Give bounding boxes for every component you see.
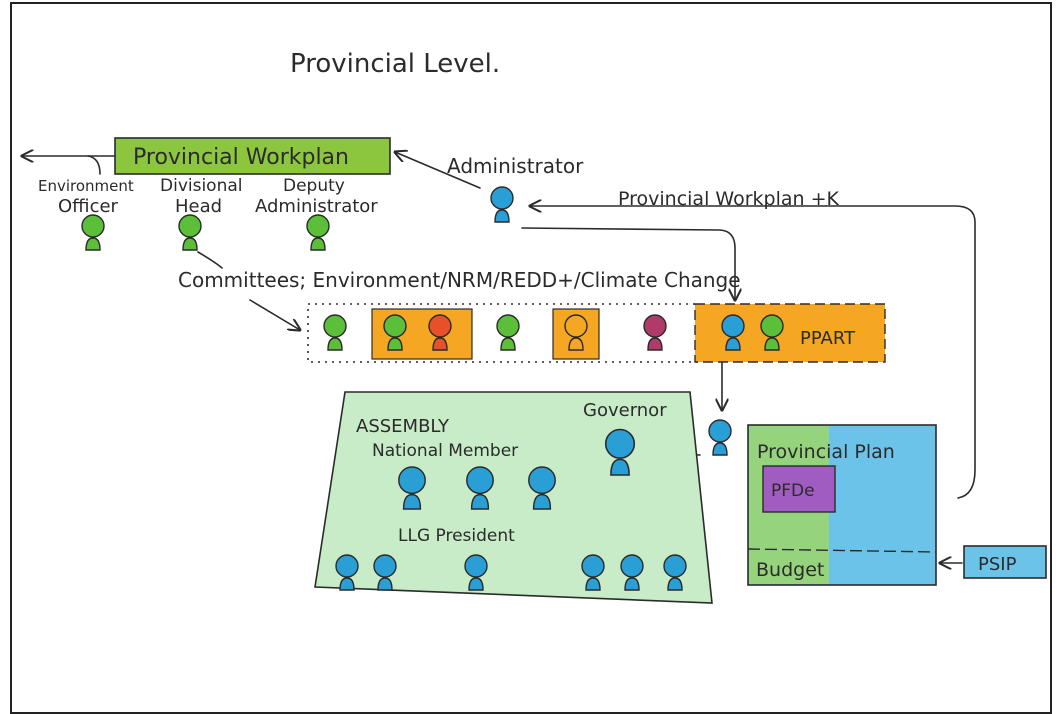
psip-box	[963, 545, 1047, 579]
committee-person-1	[323, 314, 347, 351]
divisional-head-label-1: Divisional	[160, 176, 243, 196]
env-officer-connector	[87, 155, 101, 175]
committee-person-4	[496, 314, 520, 351]
national-member-label: National Member	[372, 441, 518, 461]
environment-officer-label-1: Environment	[38, 177, 134, 195]
workplan-box-label: Provincial Workplan	[133, 145, 349, 170]
administrator-person	[490, 186, 514, 223]
pfd-box	[762, 465, 836, 513]
assembly-label: ASSEMBLY	[356, 416, 450, 437]
committee-person-6	[643, 314, 667, 351]
workplan-flow-arrow	[530, 206, 976, 499]
ppart-representative-person	[708, 419, 732, 456]
psip-label: PSIP	[978, 554, 1017, 575]
workplan-box	[114, 137, 391, 175]
environment-officer-label-2: Officer	[58, 196, 119, 217]
environment-officer-person	[81, 214, 105, 251]
llg-president-label: LLG President	[398, 526, 515, 546]
workplan-flow-label: Provincial Workplan +K	[618, 188, 839, 210]
admin-to-ppart-arrow	[521, 227, 735, 300]
divisional-head-person	[178, 214, 202, 251]
budget-label: Budget	[756, 559, 824, 581]
pfd-label: PFDe	[771, 481, 815, 501]
administrator-to-workplan-arrow	[395, 152, 481, 189]
committees-label: Committees; Environment/NRM/REDD+/Climat…	[178, 268, 741, 292]
governor-label: Governor	[583, 400, 667, 421]
administrator-label: Administrator	[447, 154, 584, 178]
ppart-label: PPART	[800, 328, 856, 349]
committees-arrow	[249, 299, 300, 330]
deputy-admin-label-1: Deputy	[283, 176, 345, 196]
budget-divider	[747, 548, 937, 553]
page-title: Provincial Level.	[290, 49, 500, 79]
provincial-plan-label: Provincial Plan	[757, 441, 895, 463]
ppart-box	[694, 303, 886, 363]
divisional-head-label-2: Head	[175, 196, 222, 217]
deputy-admin-person	[306, 214, 330, 251]
divisional-to-committees-connector	[197, 251, 223, 269]
deputy-admin-label-2: Administrator	[255, 196, 378, 217]
